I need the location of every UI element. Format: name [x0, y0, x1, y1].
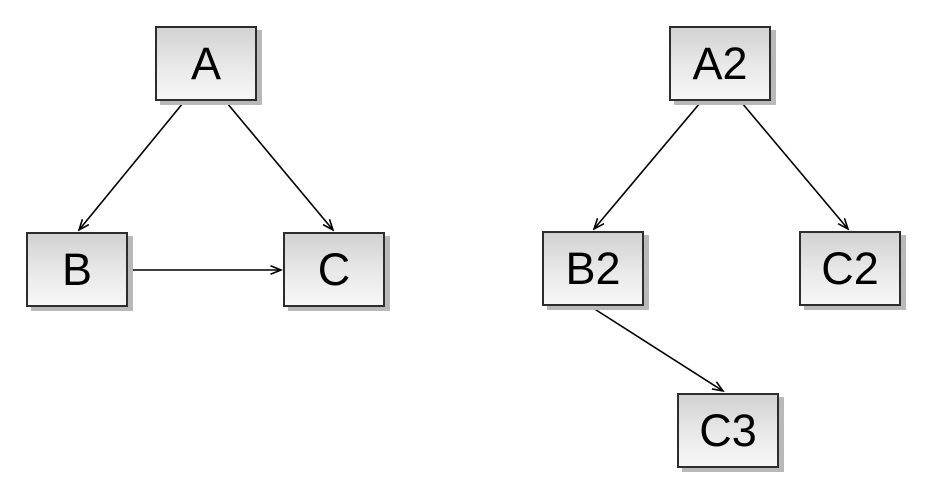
- node-a-label: A: [190, 38, 221, 89]
- edge-b2-to-c3: [592, 307, 723, 391]
- node-b2-label: B2: [565, 243, 621, 294]
- node-b2: B2: [542, 231, 644, 306]
- node-c2: C2: [799, 231, 901, 306]
- node-c2-label: C2: [821, 243, 879, 294]
- node-b: B: [26, 232, 128, 307]
- node-a2-label: A2: [692, 38, 748, 89]
- edge-a2-to-c2: [741, 102, 848, 229]
- node-c3-label: C3: [699, 405, 757, 456]
- node-c3: C3: [677, 393, 779, 468]
- edge-a2-to-b2: [594, 102, 701, 229]
- node-c: C: [283, 232, 385, 307]
- node-a: A: [155, 26, 257, 101]
- edge-a-to-c: [226, 102, 333, 230]
- node-c-label: C: [317, 244, 351, 295]
- edge-a-to-b: [79, 102, 184, 230]
- node-b-label: B: [61, 244, 92, 295]
- node-a2: A2: [669, 26, 771, 101]
